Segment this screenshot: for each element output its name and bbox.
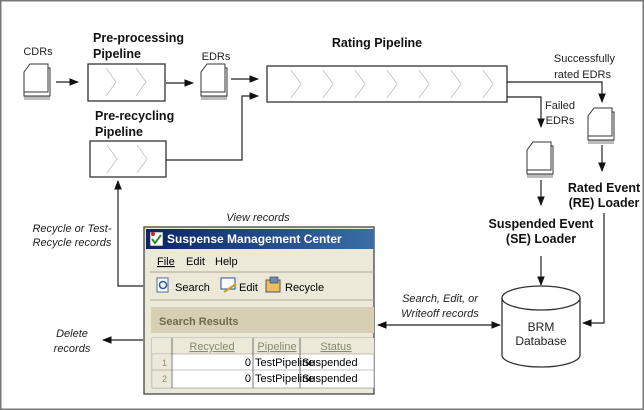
cdrs-document-icon [23,63,51,101]
cell-pipeline: TestPipeline [255,357,314,369]
edit-button-label: Edit [239,282,258,294]
edit-button[interactable]: Edit [220,277,258,294]
search-button-label: Search [175,282,210,294]
arrow-rating-to-failed-edrs [507,96,545,128]
delete-label-2: records [54,343,91,355]
view-records-label: View records [226,212,290,224]
arrow-window-to-prerecycling [114,180,143,287]
arrow-prerecycling-to-rating [166,92,259,161]
cell-status: Suspended [302,373,358,385]
recycle-button-label: Recycle [285,282,324,294]
rated-edrs-document-icon [587,107,615,145]
search-button[interactable]: Search [156,277,210,294]
rating-pipeline-title: Rating Pipeline [332,36,422,50]
search-results-heading: Search Results [159,316,238,328]
edrs-label: EDRs [202,51,231,63]
success-label-2: rated EDRs [554,69,611,81]
table-row[interactable]: 2 0 TestPipeline Suspended [162,373,358,385]
menu-help[interactable]: Help [215,256,238,268]
brm-database-cylinder [501,285,581,368]
database-label-2: Database [515,334,567,348]
row-number: 1 [162,358,167,368]
search-edit-label-2: Writeoff records [401,308,479,320]
menu-edit[interactable]: Edit [186,256,205,268]
prerecycling-title-1: Pre-recycling [95,109,174,123]
row-number: 2 [162,374,167,384]
column-header-recycled[interactable]: Recycled [189,341,234,353]
preprocessing-pipeline-box [87,63,166,102]
failed-edrs-document-icon [526,141,554,179]
cell-status: Suspended [302,357,358,369]
preprocessing-title-1: Pre-processing [93,31,184,45]
results-table: Recycled Pipeline Status 1 0 TestPipelin… [151,337,375,389]
edrs-document-icon [200,63,228,101]
window-title-bar[interactable] [146,229,374,249]
table-row[interactable]: 1 0 TestPipeline Suspended [162,357,358,369]
database-label-1: BRM [528,320,555,334]
prerecycling-pipeline-box [89,140,167,178]
cell-recycled: 0 [245,357,251,369]
failed-label-2: EDRs [546,115,575,127]
suspense-management-window: Suspense Management Center File Edit Hel… [143,226,375,395]
cell-pipeline: TestPipeline [255,373,314,385]
re-loader-title-2: (RE) Loader [569,196,640,210]
search-results-band [151,307,374,333]
recycle-label-1: Recycle or Test- [32,223,111,235]
column-header-status[interactable]: Status [320,341,352,353]
recycle-button[interactable]: Recycle [265,276,324,294]
arrow-rating-to-rated-edrs [507,81,606,103]
preprocessing-title-2: Pipeline [93,47,141,61]
cdrs-label: CDRs [23,46,53,58]
search-edit-label-1: Search, Edit, or [402,293,479,305]
search-icon [156,277,169,293]
delete-label-1: Delete [56,328,88,340]
edit-icon [220,277,236,290]
window-title: Suspense Management Center [167,232,342,246]
arrow-re-loader-to-db [582,213,605,327]
recycle-label-2: Recycle records [33,237,112,249]
se-loader-title-1: Suspended Event [489,217,595,231]
re-loader-title-1: Rated Event [568,181,641,195]
column-header-pipeline[interactable]: Pipeline [257,341,296,353]
failed-label-1: Failed [545,100,575,112]
prerecycling-title-2: Pipeline [95,125,143,139]
app-icon [149,231,164,247]
cell-recycled: 0 [245,373,251,385]
se-loader-title-2: (SE) Loader [506,232,576,246]
menu-file[interactable]: File [157,256,175,268]
success-label-1: Successfully [554,53,616,65]
rating-pipeline-box [266,65,508,103]
